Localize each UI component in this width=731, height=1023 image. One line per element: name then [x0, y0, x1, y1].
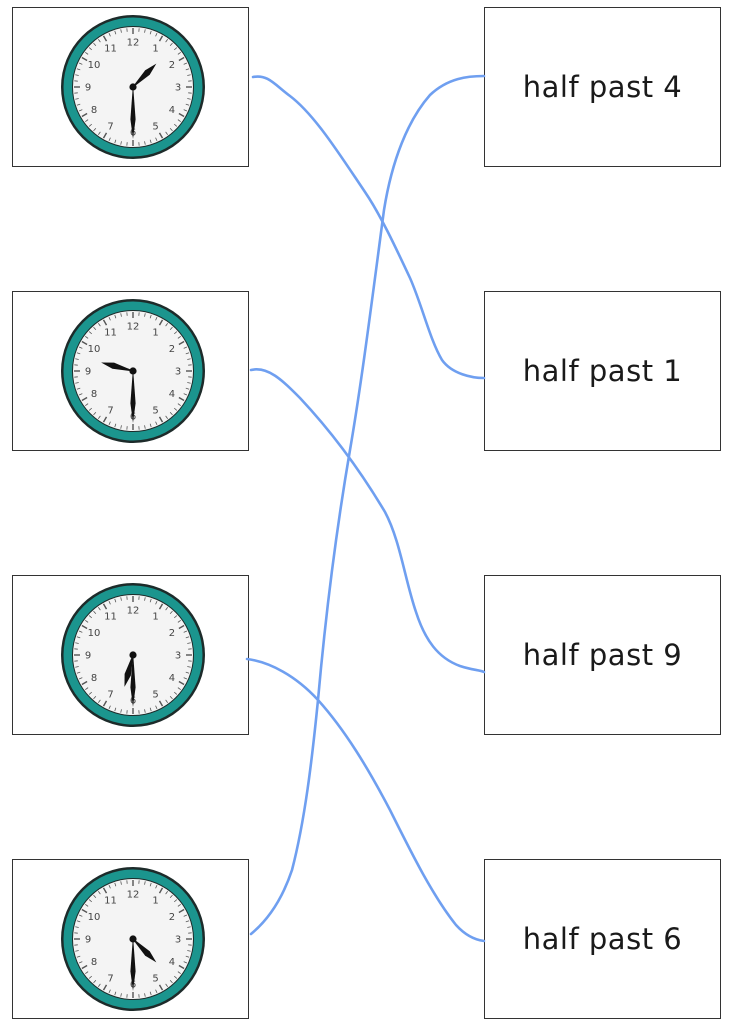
clock-hand: [130, 84, 136, 139]
clock-numeral: 2: [169, 60, 175, 71]
clock-numeral: 11: [104, 44, 117, 55]
clock-numeral: 1: [152, 44, 158, 55]
clock-icon: 121234567891011: [61, 867, 205, 1011]
clock-hand: [124, 652, 134, 687]
label-card-2[interactable]: half past 1: [484, 291, 721, 451]
clock-hand: [130, 936, 136, 991]
clock-numeral: 8: [91, 389, 97, 400]
clock-numeral: 4: [169, 389, 175, 400]
clock-numeral: 10: [88, 344, 101, 355]
clock-numeral: 8: [91, 105, 97, 116]
time-label: half past 9: [522, 638, 683, 672]
clock-numeral: 7: [107, 974, 113, 985]
clock-icon: 121234567891011: [61, 15, 205, 159]
clock-numeral: 9: [85, 935, 91, 946]
clock-hand: [130, 368, 136, 423]
clock-numeral: 12: [127, 606, 140, 617]
connector-line[interactable]: [245, 657, 486, 943]
clock-numeral: 12: [127, 890, 140, 901]
clock-numeral: 4: [169, 105, 175, 116]
clock-numeral: 5: [152, 690, 158, 701]
clock-numeral: 3: [175, 83, 181, 94]
clock-numeral: 7: [107, 122, 113, 133]
clock-numeral: 9: [85, 367, 91, 378]
clock-numeral: 7: [107, 690, 113, 701]
clock-numeral: 8: [91, 673, 97, 684]
clock-numeral: 3: [175, 367, 181, 378]
clock-numeral: 5: [152, 122, 158, 133]
connector-line[interactable]: [251, 75, 486, 380]
clock-numeral: 11: [104, 328, 117, 339]
clock-numeral: 10: [88, 912, 101, 923]
clock-icon: 121234567891011: [61, 299, 205, 443]
clock-numeral: 10: [88, 628, 101, 639]
time-label: half past 4: [522, 70, 683, 104]
clock-numeral: 10: [88, 60, 101, 71]
clock-numeral: 9: [85, 83, 91, 94]
clock-card-4[interactable]: 121234567891011: [12, 859, 249, 1019]
connector-line[interactable]: [249, 368, 486, 674]
clock-hand: [130, 652, 136, 707]
clock-numeral: 9: [85, 651, 91, 662]
clock-numeral: 7: [107, 406, 113, 417]
clock-numeral: 12: [127, 322, 140, 333]
clock-hand: [130, 936, 157, 963]
label-card-4[interactable]: half past 6: [484, 859, 721, 1019]
time-label: half past 6: [522, 922, 683, 956]
label-card-1[interactable]: half past 4: [484, 7, 721, 167]
clock-numeral: 12: [127, 38, 140, 49]
clock-icon: 121234567891011: [61, 583, 205, 727]
clock-numeral: 11: [104, 612, 117, 623]
clock-numeral: 3: [175, 935, 181, 946]
clock-card-1[interactable]: 121234567891011: [12, 7, 249, 167]
clock-numeral: 2: [169, 628, 175, 639]
time-label: half past 1: [522, 354, 683, 388]
clock-numeral: 5: [152, 406, 158, 417]
clock-numeral: 1: [152, 612, 158, 623]
clock-numeral: 4: [169, 957, 175, 968]
clock-numeral: 2: [169, 344, 175, 355]
clock-numeral: 3: [175, 651, 181, 662]
clock-numeral: 1: [152, 896, 158, 907]
connector-line[interactable]: [249, 74, 486, 936]
clock-numeral: 2: [169, 912, 175, 923]
clock-card-2[interactable]: 121234567891011: [12, 291, 249, 451]
clock-numeral: 11: [104, 896, 117, 907]
clock-hand: [130, 63, 157, 90]
clock-card-3[interactable]: 121234567891011: [12, 575, 249, 735]
label-card-3[interactable]: half past 9: [484, 575, 721, 735]
clock-numeral: 1: [152, 328, 158, 339]
clock-numeral: 8: [91, 957, 97, 968]
clock-numeral: 5: [152, 974, 158, 985]
clock-numeral: 4: [169, 673, 175, 684]
clock-hand: [101, 362, 136, 372]
